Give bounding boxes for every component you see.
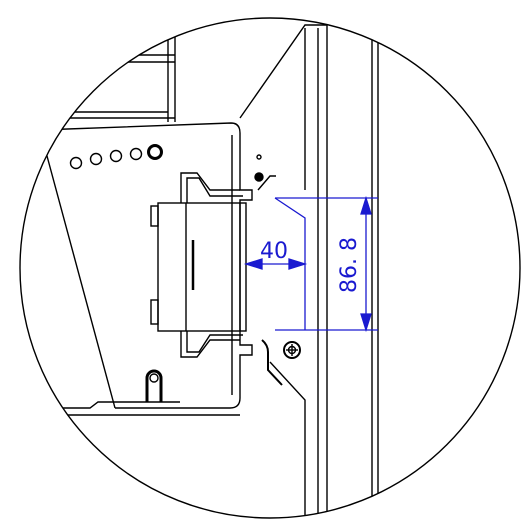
detail-geometry [39, 18, 379, 518]
detail-circle-outline [19, 17, 521, 519]
dimensions [243, 195, 378, 333]
adapter-block [150, 172, 276, 358]
side-mounting-plate [39, 122, 253, 416]
mounting-screw [283, 341, 301, 359]
locking-knob [145, 369, 163, 402]
dimension-vertical-label: 86. 8 [337, 237, 362, 293]
dimension-horizontal-label: 40 [260, 239, 288, 264]
panel-frame [239, 18, 379, 518]
back-bracket [40, 20, 176, 122]
adjustment-holes [69, 144, 163, 170]
